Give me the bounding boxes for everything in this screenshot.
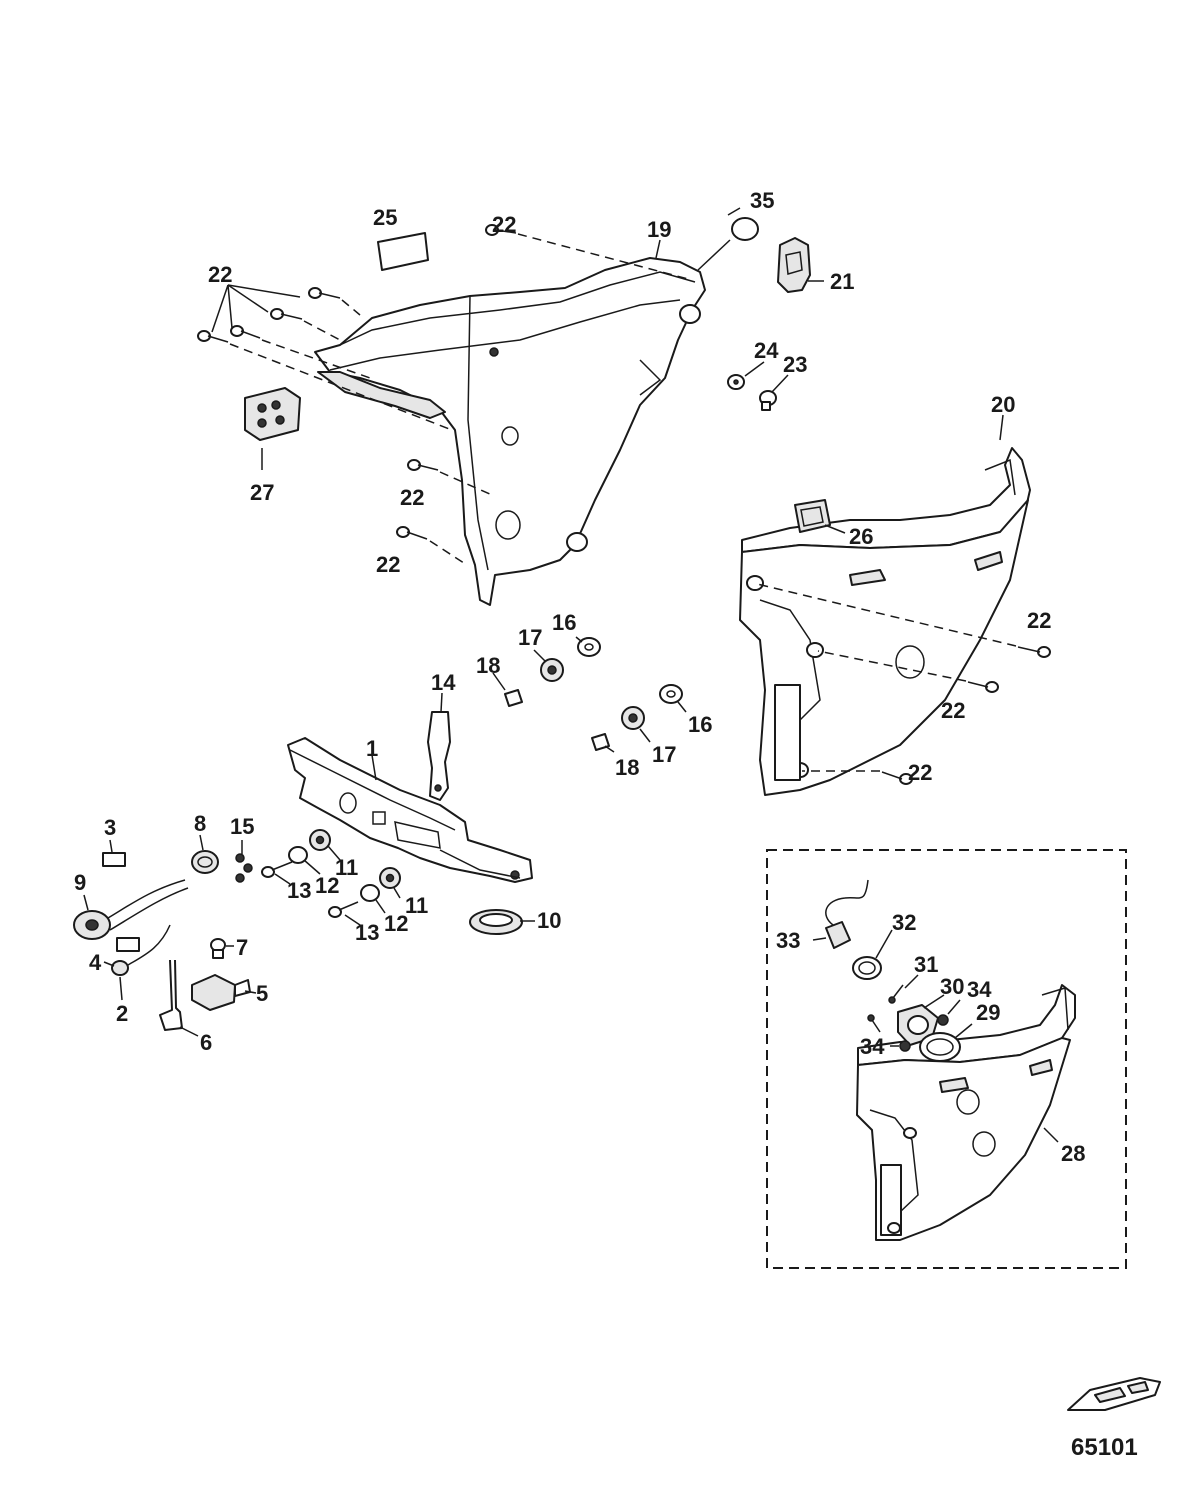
callout-8: 8 xyxy=(194,811,206,836)
callout-11-lower: 11 xyxy=(405,893,428,918)
callout-31: 31 xyxy=(914,952,938,977)
callout-15: 15 xyxy=(230,814,254,839)
port-side-cowl-part xyxy=(314,257,706,606)
bumper-26 xyxy=(794,499,831,533)
screws-13 xyxy=(261,861,359,918)
callout-23: 23 xyxy=(783,352,807,377)
callout-leaders xyxy=(83,207,1004,1037)
callout-5: 5 xyxy=(256,981,268,1006)
cover-plate-25 xyxy=(377,232,429,271)
strap-6 xyxy=(159,959,183,1031)
callout-19: 19 xyxy=(647,217,671,242)
grommet-10 xyxy=(469,909,523,935)
callout-16-upper: 16 xyxy=(552,610,576,635)
callout-32: 32 xyxy=(892,910,916,935)
fuel-connector-5 xyxy=(191,974,251,1011)
callout-17-upper: 17 xyxy=(518,625,542,650)
callout-22-left: 22 xyxy=(208,262,232,287)
screws-31 xyxy=(867,984,904,1033)
callout-14: 14 xyxy=(431,670,456,695)
callout-33: 33 xyxy=(776,928,800,953)
grommet-17-lower xyxy=(621,706,645,730)
o-ring-34 xyxy=(899,1014,949,1052)
callout-30: 30 xyxy=(940,974,964,999)
retainer-32 xyxy=(852,956,882,980)
callout-22-right-c: 22 xyxy=(908,760,932,785)
callout-6: 6 xyxy=(200,1030,212,1055)
starboard-cowl-28 xyxy=(856,984,1076,1241)
callout-34-lower: 34 xyxy=(860,1034,885,1059)
fitting-2 xyxy=(111,924,171,976)
keypad-27 xyxy=(244,387,301,441)
decal-4 xyxy=(116,937,140,952)
washer-24 xyxy=(727,374,745,390)
callout-1: 1 xyxy=(366,736,378,761)
assembly-dashed-lines xyxy=(229,233,1017,772)
decal-35 xyxy=(731,217,759,241)
detail-box-alternate-cowl xyxy=(766,849,1127,1269)
wiring-33 xyxy=(825,879,869,949)
callout-labels: 25 22 19 35 21 22 24 23 20 27 22 26 22 1… xyxy=(74,188,1138,1461)
grommet-17-upper xyxy=(540,658,564,682)
spacer-18-lower xyxy=(591,733,610,751)
callout-34-upper: 34 xyxy=(967,977,992,1002)
callout-10: 10 xyxy=(537,908,561,933)
callout-22-right-b: 22 xyxy=(941,698,965,723)
gasket-29 xyxy=(919,1032,961,1062)
callout-12-lower: 12 xyxy=(384,911,408,936)
grommets-11 xyxy=(309,829,401,889)
callout-13-lower: 13 xyxy=(355,920,379,945)
callout-13-upper: 13 xyxy=(287,878,311,903)
callout-35: 35 xyxy=(750,188,774,213)
spacer-18-upper xyxy=(504,689,523,707)
callout-2: 2 xyxy=(116,1001,128,1026)
callout-25: 25 xyxy=(373,205,397,230)
callout-18-upper: 18 xyxy=(476,653,500,678)
callout-7: 7 xyxy=(236,935,248,960)
callout-22-right-a: 22 xyxy=(1027,608,1051,633)
washers-12 xyxy=(288,846,380,902)
figure-number: 65101 xyxy=(1071,1434,1138,1461)
callout-21: 21 xyxy=(830,269,854,294)
starboard-side-cowl-part xyxy=(739,447,1031,796)
callout-12-upper: 12 xyxy=(315,873,339,898)
grommet-9 xyxy=(73,879,189,940)
callout-29: 29 xyxy=(976,1000,1000,1025)
callout-17-lower: 17 xyxy=(652,742,676,767)
fitting-7 xyxy=(210,938,226,959)
callout-22-mid: 22 xyxy=(400,485,424,510)
outboard-boat-icon xyxy=(1067,1377,1161,1411)
washer-16-upper xyxy=(577,637,601,657)
callout-11-upper: 11 xyxy=(335,855,358,880)
clip-part xyxy=(427,711,451,801)
screws-15 xyxy=(235,853,253,883)
box-leaders xyxy=(812,929,1059,1143)
callout-28: 28 xyxy=(1061,1141,1085,1166)
callout-20: 20 xyxy=(991,392,1015,417)
screw-23 xyxy=(759,390,777,411)
decal-3 xyxy=(102,852,126,867)
callout-26: 26 xyxy=(849,524,873,549)
latch-21 xyxy=(777,237,811,293)
plug-8 xyxy=(191,850,219,874)
callout-18-lower: 18 xyxy=(615,755,639,780)
callout-27: 27 xyxy=(250,480,274,505)
callout-4: 4 xyxy=(89,950,102,975)
callout-24: 24 xyxy=(754,338,779,363)
callout-9: 9 xyxy=(74,870,86,895)
bottom-cowl-bracket-part xyxy=(287,737,533,883)
callout-22-lower: 22 xyxy=(376,552,400,577)
callout-3: 3 xyxy=(104,815,116,840)
callout-16-lower: 16 xyxy=(688,712,712,737)
washer-16-lower xyxy=(659,684,683,704)
screws-22 xyxy=(197,224,1051,785)
callout-22-top: 22 xyxy=(492,212,516,237)
